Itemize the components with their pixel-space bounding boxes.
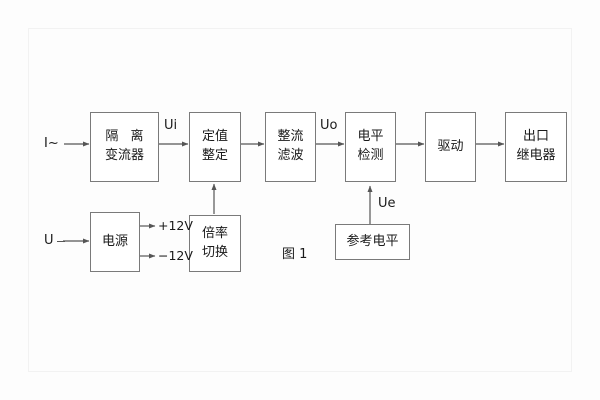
label-uo: Uo xyxy=(320,118,338,133)
block-setting-value: 定值 整定 xyxy=(189,112,241,182)
label-ui: Ui xyxy=(164,118,178,133)
block-power-supply-line1: 电源 xyxy=(101,233,128,249)
block-multiplier-switch: 倍率 切换 xyxy=(189,215,241,272)
block-level-detection: 电平 检测 xyxy=(345,112,396,182)
block-isolation-transformer: 隔 离 变流器 xyxy=(90,112,159,182)
block-isolation-transformer-line1: 隔 离 xyxy=(105,129,148,145)
figure-caption: 图 1 xyxy=(282,247,308,262)
voltage-input-dash xyxy=(57,240,65,242)
block-output-relay-line2: 继电器 xyxy=(516,148,556,163)
block-reference-level: 参考电平 xyxy=(335,224,410,260)
figure-frame xyxy=(28,28,572,372)
block-power-supply: 电源 xyxy=(90,212,140,272)
block-multiplier-switch-line2: 切换 xyxy=(201,244,228,260)
block-multiplier-switch-line1: 倍率 xyxy=(201,225,228,241)
label-ue: Ue xyxy=(378,196,396,211)
block-output-relay: 出口 继电器 xyxy=(505,112,567,182)
block-rectify-filter-line1: 整流 xyxy=(277,129,304,145)
block-level-detection-line2: 检测 xyxy=(357,148,384,163)
block-rectify-filter: 整流 滤波 xyxy=(265,112,316,182)
block-setting-value-line2: 整定 xyxy=(201,148,228,163)
block-reference-level-line1: 参考电平 xyxy=(346,233,399,249)
label-voltage-input: U xyxy=(44,233,54,248)
block-setting-value-line1: 定值 xyxy=(201,129,228,145)
block-driver-line1: 驱动 xyxy=(437,138,464,154)
label-supply-negative: −12V xyxy=(158,248,193,263)
block-driver: 驱动 xyxy=(425,112,476,182)
label-current-input: I~ xyxy=(44,136,59,151)
block-rectify-filter-line2: 滤波 xyxy=(277,148,304,163)
label-supply-positive: +12V xyxy=(158,218,193,233)
block-level-detection-line1: 电平 xyxy=(357,129,384,145)
block-isolation-transformer-line2: 变流器 xyxy=(104,148,144,163)
block-output-relay-line1: 出口 xyxy=(522,129,549,145)
